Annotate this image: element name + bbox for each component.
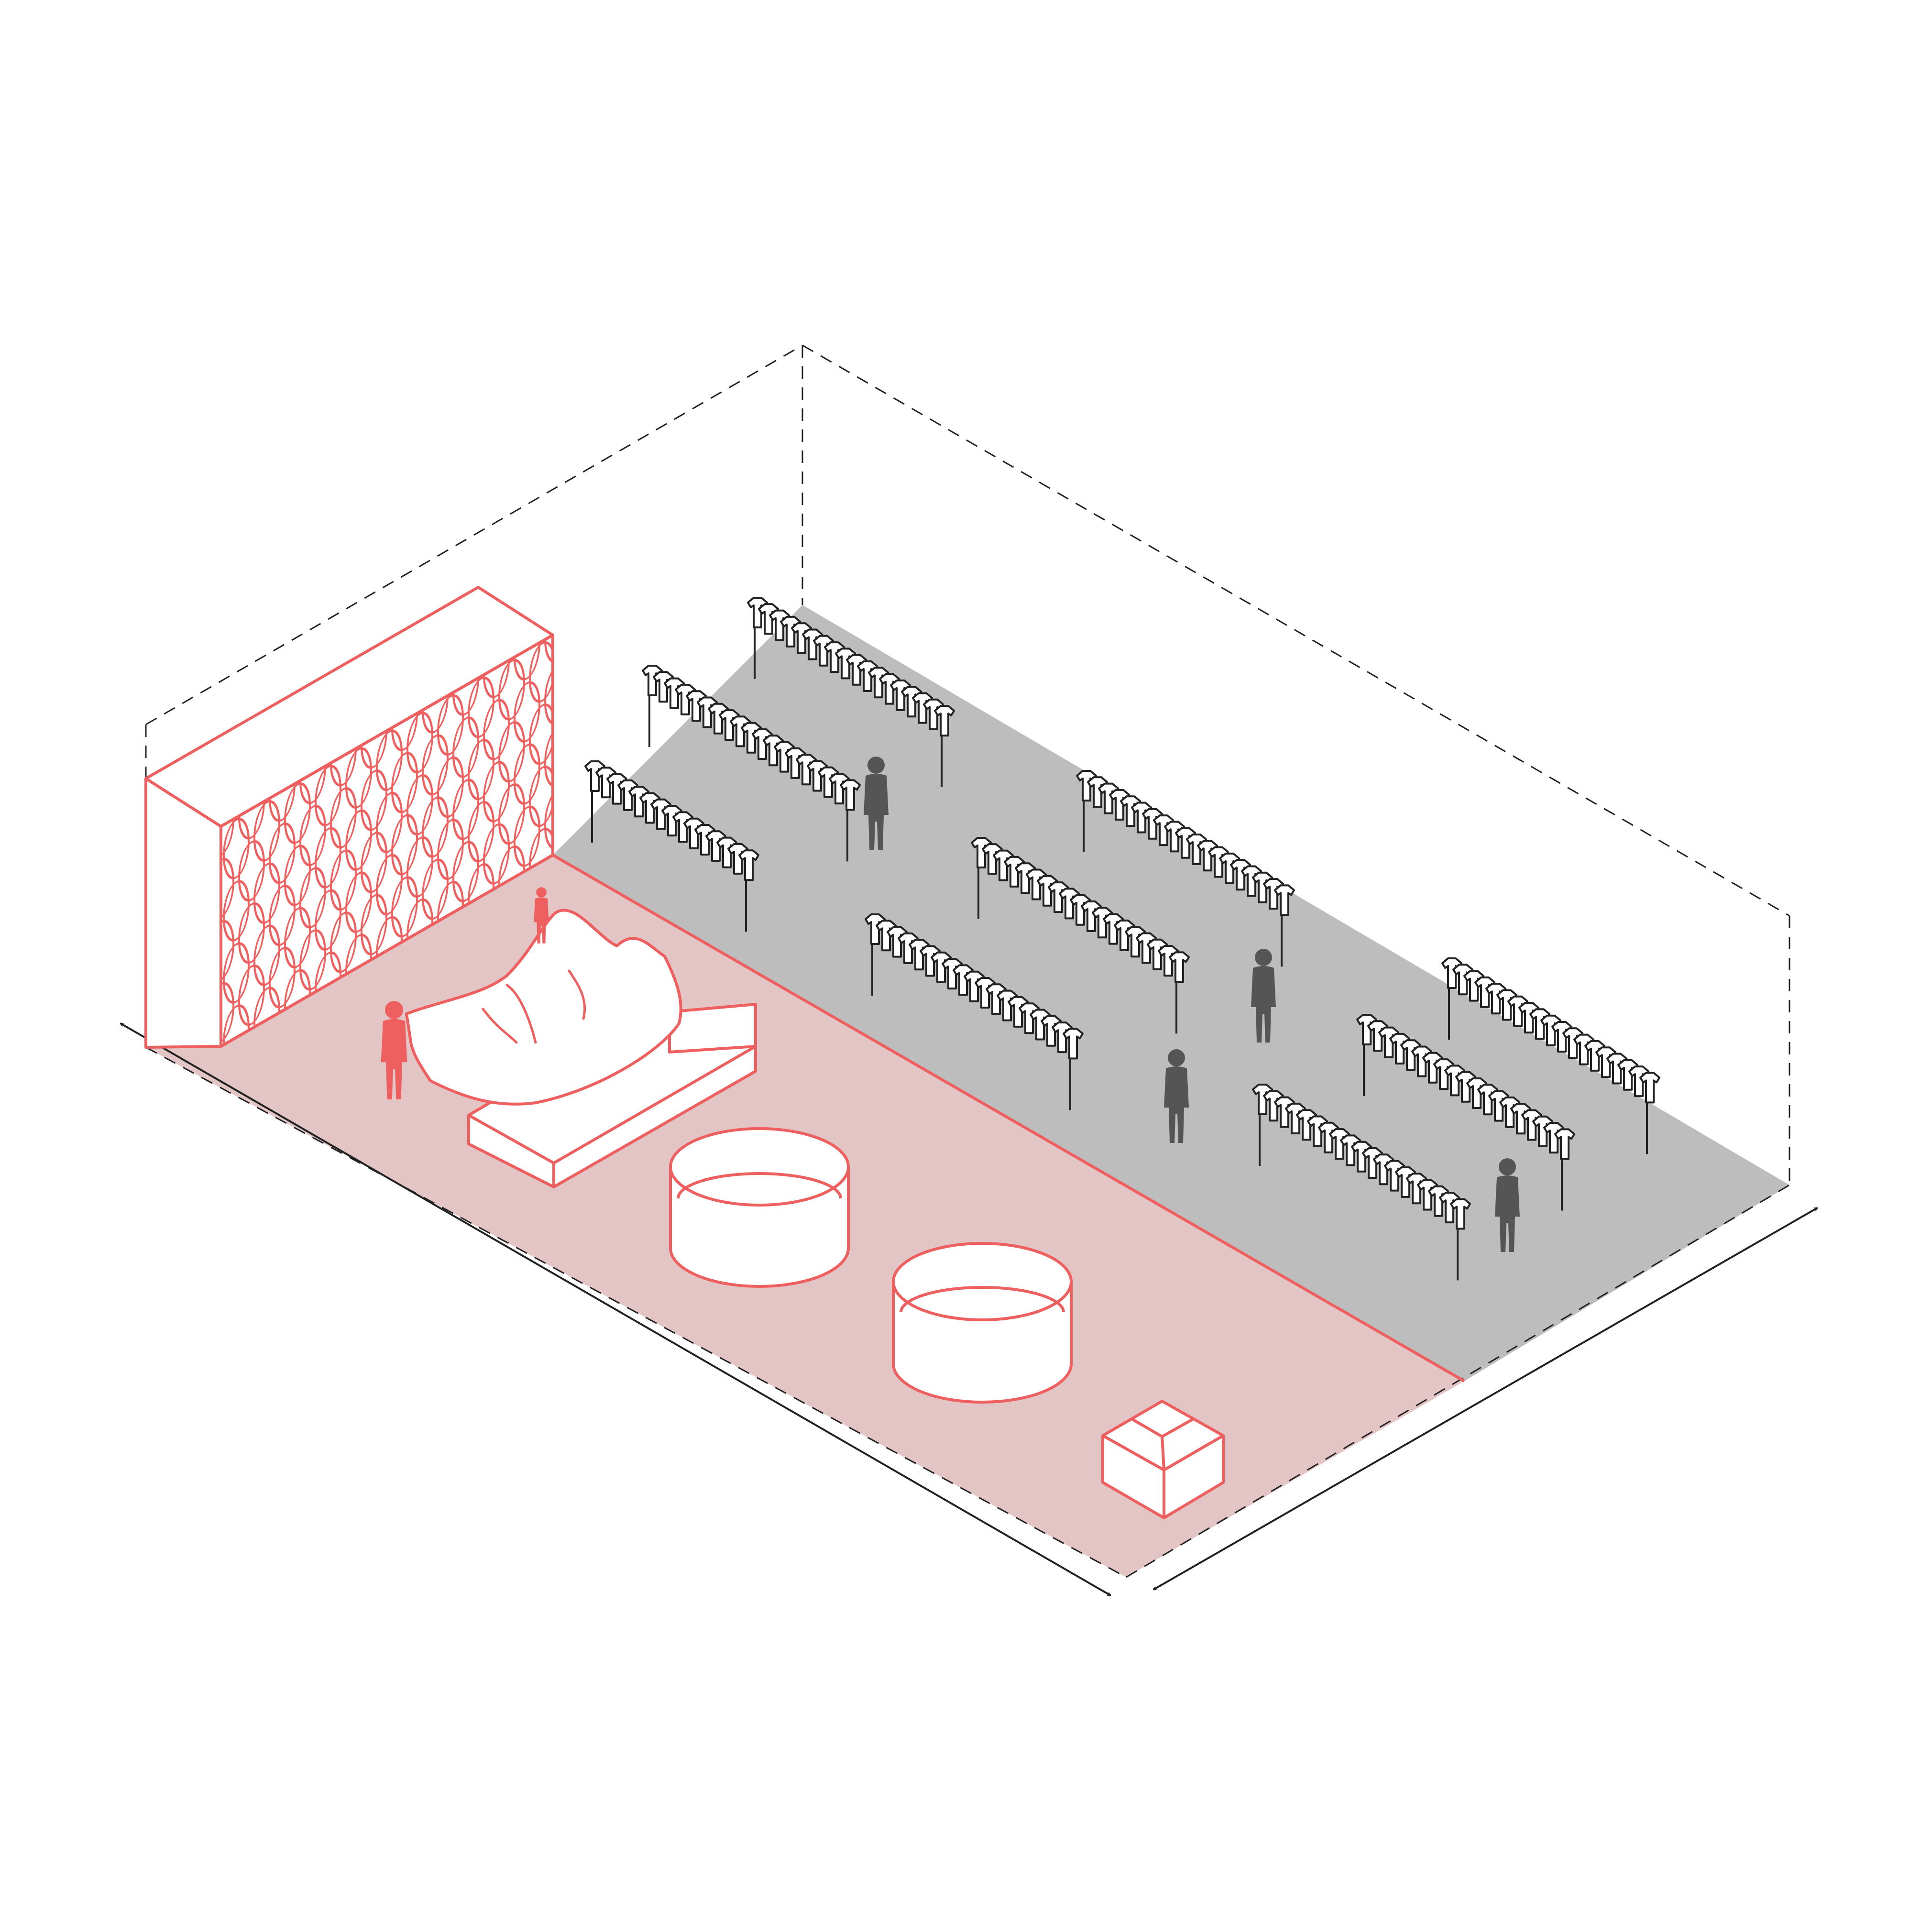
retail-floor	[553, 605, 1789, 1381]
clothing-rack	[865, 913, 1084, 1110]
double-arrow-icon	[1153, 1207, 1817, 1591]
clothing-rack	[747, 597, 955, 788]
pattern-wall	[144, 586, 554, 1049]
square-box	[1101, 1400, 1225, 1519]
fabric-sofa	[405, 909, 757, 1188]
clothing-rack	[1252, 1084, 1471, 1281]
clothing-rack	[1441, 957, 1660, 1154]
round-pool	[892, 1242, 1073, 1404]
clothing-rack	[1076, 770, 1295, 967]
clothing-rack	[1356, 1014, 1575, 1211]
clothing-rack	[584, 760, 759, 932]
double-arrow-icon	[121, 1022, 1110, 1596]
clothing-rack	[642, 665, 861, 862]
round-pool	[669, 1127, 850, 1288]
clothing-rack	[971, 837, 1190, 1034]
clothing-racks	[584, 597, 1660, 1281]
